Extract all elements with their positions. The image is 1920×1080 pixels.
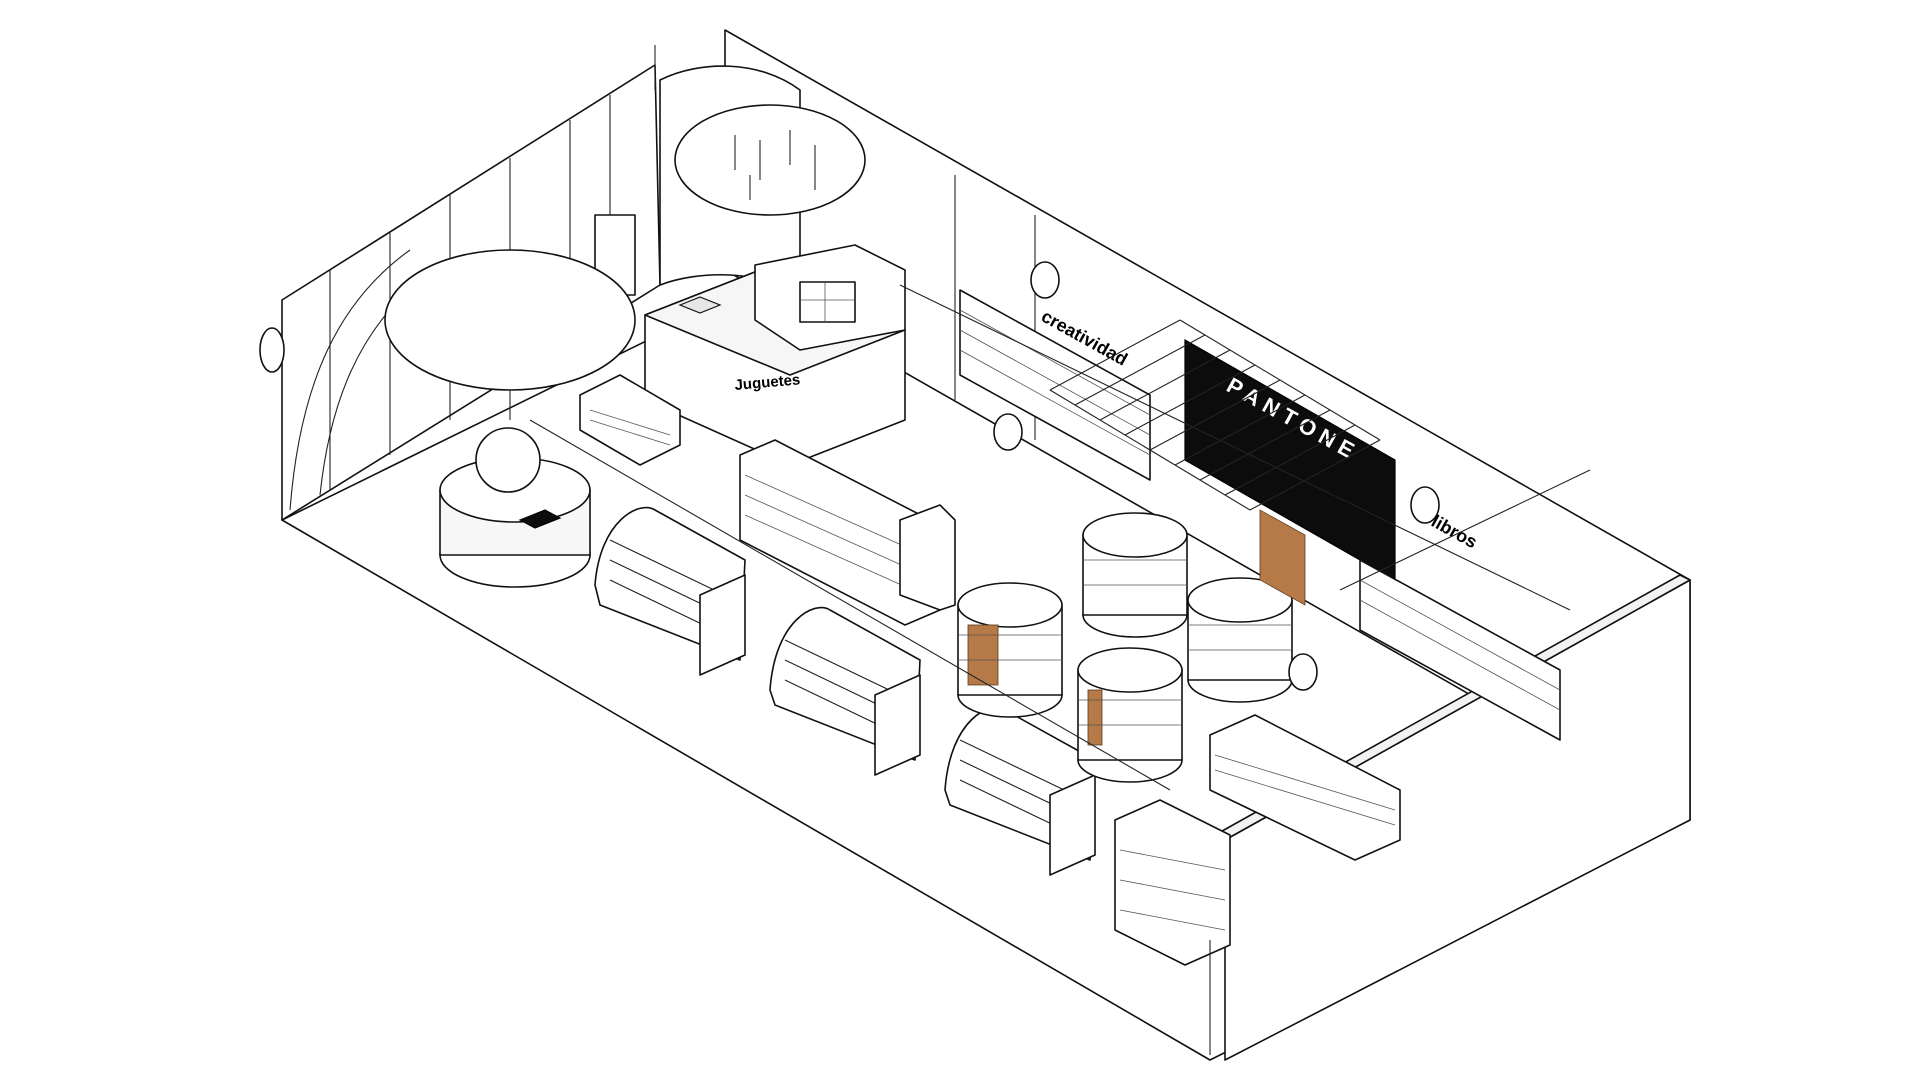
round-gondola-globe <box>439 427 591 588</box>
book-shelf-2[interactable] <box>769 606 921 776</box>
column-display-2 <box>1082 512 1188 638</box>
pantone-wood-panel <box>1259 509 1306 606</box>
right-gondola-back <box>1209 714 1401 861</box>
ceiling-canopy-left <box>384 249 636 391</box>
lighting-track <box>529 284 1591 791</box>
right-gondola-front <box>1114 799 1231 966</box>
column-display-1 <box>957 582 1063 718</box>
ceiling-rail-grid <box>1049 319 1381 511</box>
juguetes-counter <box>644 244 906 466</box>
shelf-sign-disc-2 <box>1288 653 1318 691</box>
canopy-hanging-rods <box>734 130 816 200</box>
shelf-sign-disc-1 <box>993 413 1023 451</box>
libros-logo-disc <box>1410 486 1440 524</box>
center-gondola <box>739 439 956 626</box>
libros-wall-shelving <box>1359 559 1561 741</box>
juguetes-sign: Juguetes <box>734 371 801 394</box>
shelf-sign-disc-3 <box>1030 261 1060 299</box>
column-display-4 <box>1187 577 1293 703</box>
wall-logo-disc <box>259 327 285 373</box>
ceiling-canopy-back <box>674 104 866 216</box>
small-rack-left <box>579 374 681 466</box>
column-display-3 <box>1077 647 1183 783</box>
book-shelf-1[interactable] <box>594 506 746 676</box>
